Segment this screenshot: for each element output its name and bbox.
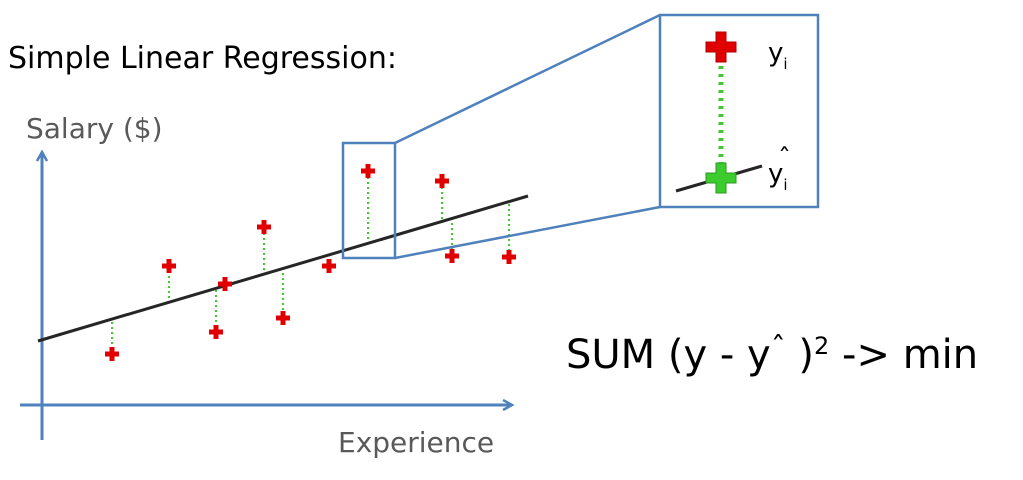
residual-lines — [111, 172, 510, 354]
data-point — [162, 259, 176, 273]
regression-line — [37, 194, 529, 343]
zoom-inset: yi yi ˆ — [658, 13, 820, 209]
zoom-connector-top — [394, 13, 661, 145]
data-points — [105, 164, 516, 361]
diagram-title: Simple Linear Regression: — [8, 41, 397, 76]
inset-frame — [658, 13, 820, 209]
data-point — [445, 249, 459, 263]
x-axis-label: Experience — [338, 426, 494, 459]
predicted-hat: ˆ — [778, 144, 791, 174]
actual-label: yi — [768, 38, 788, 73]
data-point — [209, 325, 223, 339]
inset-actual-point — [705, 31, 737, 63]
zoom-selection-box — [341, 141, 397, 260]
y-axis-label: Salary ($) — [26, 112, 163, 145]
formula: SUM (y - yˆ )2 -> min — [566, 331, 978, 378]
data-point — [435, 174, 449, 188]
data-point — [257, 220, 271, 234]
data-point — [361, 164, 375, 178]
inset-predicted-point — [705, 162, 737, 194]
zoom-connector-bottom — [394, 205, 661, 260]
data-point — [218, 277, 232, 291]
data-point — [502, 250, 516, 264]
data-point — [105, 347, 119, 361]
data-point — [276, 311, 290, 325]
data-point — [322, 259, 336, 273]
predicted-label: yi — [768, 159, 788, 194]
